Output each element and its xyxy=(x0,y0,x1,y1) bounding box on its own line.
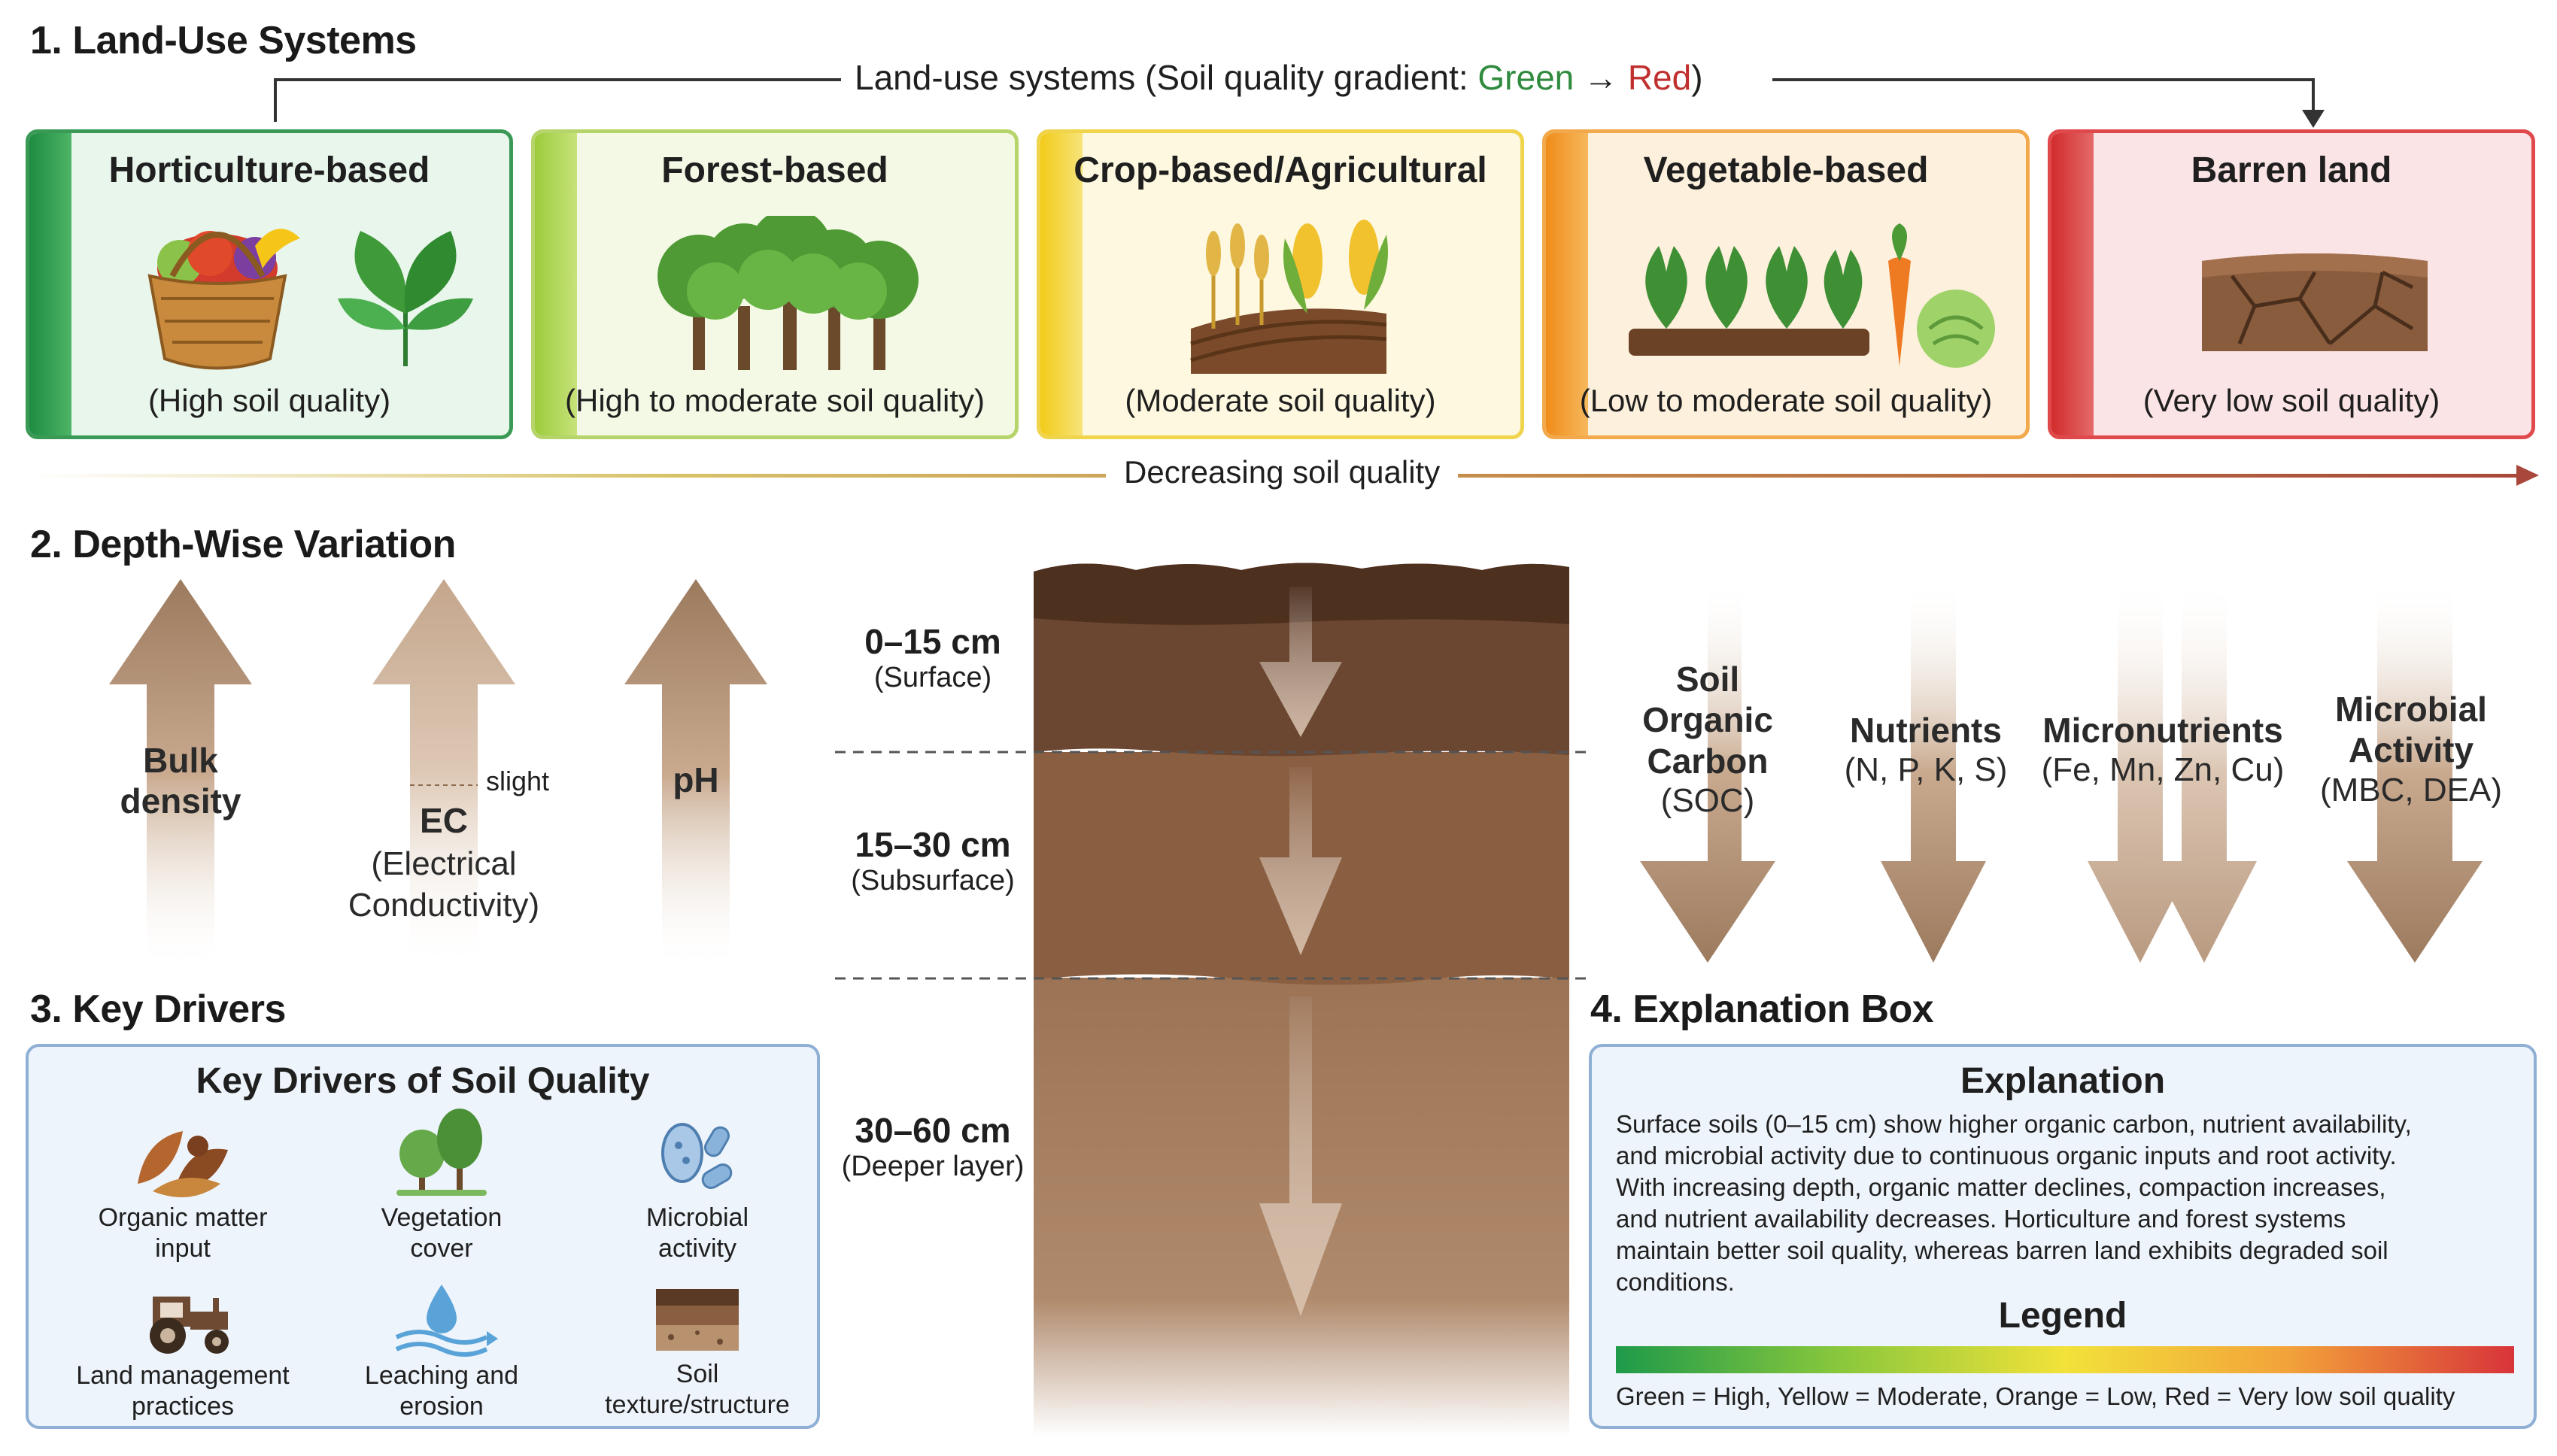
section-title-explanation: 4. Explanation Box xyxy=(1590,987,1934,1031)
trees-icon xyxy=(396,1109,487,1196)
explanation-text: Surface soils (0–15 cm) show higher orga… xyxy=(1616,1110,2412,1296)
land-use-card-horticulture: Horticulture-based (High soil quality) xyxy=(26,129,513,439)
water-drop-icon xyxy=(395,1285,498,1357)
decreasing-arrows xyxy=(1640,579,2483,963)
gradient-connector xyxy=(274,78,2325,128)
land-use-card-barren: Barren land (Very low soil quality) xyxy=(2048,129,2535,439)
legend-text: Green = High, Yellow = Moderate, Orange … xyxy=(1616,1382,2455,1410)
ph-label: pH xyxy=(673,760,719,799)
forest-trees-icon xyxy=(657,216,919,370)
land-use-card-vegetable: Vegetable-based (Low to moderate soil qu… xyxy=(1542,129,2030,439)
cracked-earth-icon xyxy=(2202,253,2428,351)
fruit-basket-spinach-icon xyxy=(147,229,473,370)
microbial-down-arrow xyxy=(2347,579,2483,963)
soil-profile xyxy=(835,563,1587,1436)
ph-up-arrow xyxy=(624,579,767,970)
key-drivers-box: Key Drivers of Soil Quality Organic matt… xyxy=(26,1044,820,1429)
legend-title: Legend xyxy=(1998,1296,2127,1336)
land-use-card-crop: Crop-based/Agricultural (Moderate soil q… xyxy=(1037,129,1524,439)
micronutrients-down-arrow-b xyxy=(2152,579,2257,963)
microbes-icon xyxy=(661,1123,733,1189)
micronutrients-label: Micronutrients (Fe, Mn, Zn, Cu) xyxy=(2041,711,2285,789)
soc-down-arrow xyxy=(1640,579,1775,963)
explanation-title: Explanation xyxy=(1960,1061,2166,1101)
section-title-drivers: 3. Key Drivers xyxy=(30,987,286,1031)
bulk-density-up-arrow xyxy=(109,579,252,970)
land-use-card-forest: Forest-based (High to moderate soil qual… xyxy=(531,129,1019,439)
key-drivers-title: Key Drivers of Soil Quality xyxy=(196,1061,650,1101)
ec-slight-note: slight xyxy=(486,766,550,796)
explanation-box: Explanation Surface soils (0–15 cm) show… xyxy=(1589,1044,2537,1429)
depth-layer-subsurface: 15–30 cm (Subsurface) xyxy=(851,825,1015,896)
fallen-leaves-icon xyxy=(138,1131,228,1197)
decreasing-quality-label: Decreasing soil quality xyxy=(1106,454,1459,490)
ec-slight-marker xyxy=(410,784,478,786)
soil-layers-icon xyxy=(656,1289,739,1351)
depth-layer-deeper: 30–60 cm (Deeper layer) xyxy=(841,1111,1025,1182)
section-title-land-use: 1. Land-Use Systems xyxy=(30,19,417,62)
ec-label: EC xyxy=(420,801,468,840)
ec-up-arrow xyxy=(372,579,515,970)
depth-layer-surface: 0–15 cm (Surface) xyxy=(864,622,1001,693)
tractor-icon xyxy=(150,1297,229,1354)
crop-field-icon xyxy=(1190,220,1388,374)
legend-gradient-bar xyxy=(1616,1346,2514,1373)
gradient-title: Land-use systems (Soil quality gradient:… xyxy=(841,57,1717,98)
nutrients-label: Nutrients (N, P, K, S) xyxy=(1844,711,2008,789)
section-title-depth: 2. Depth-Wise Variation xyxy=(30,523,456,566)
nutrients-down-arrow xyxy=(1881,579,1986,963)
vegetables-icon xyxy=(1629,223,1995,368)
